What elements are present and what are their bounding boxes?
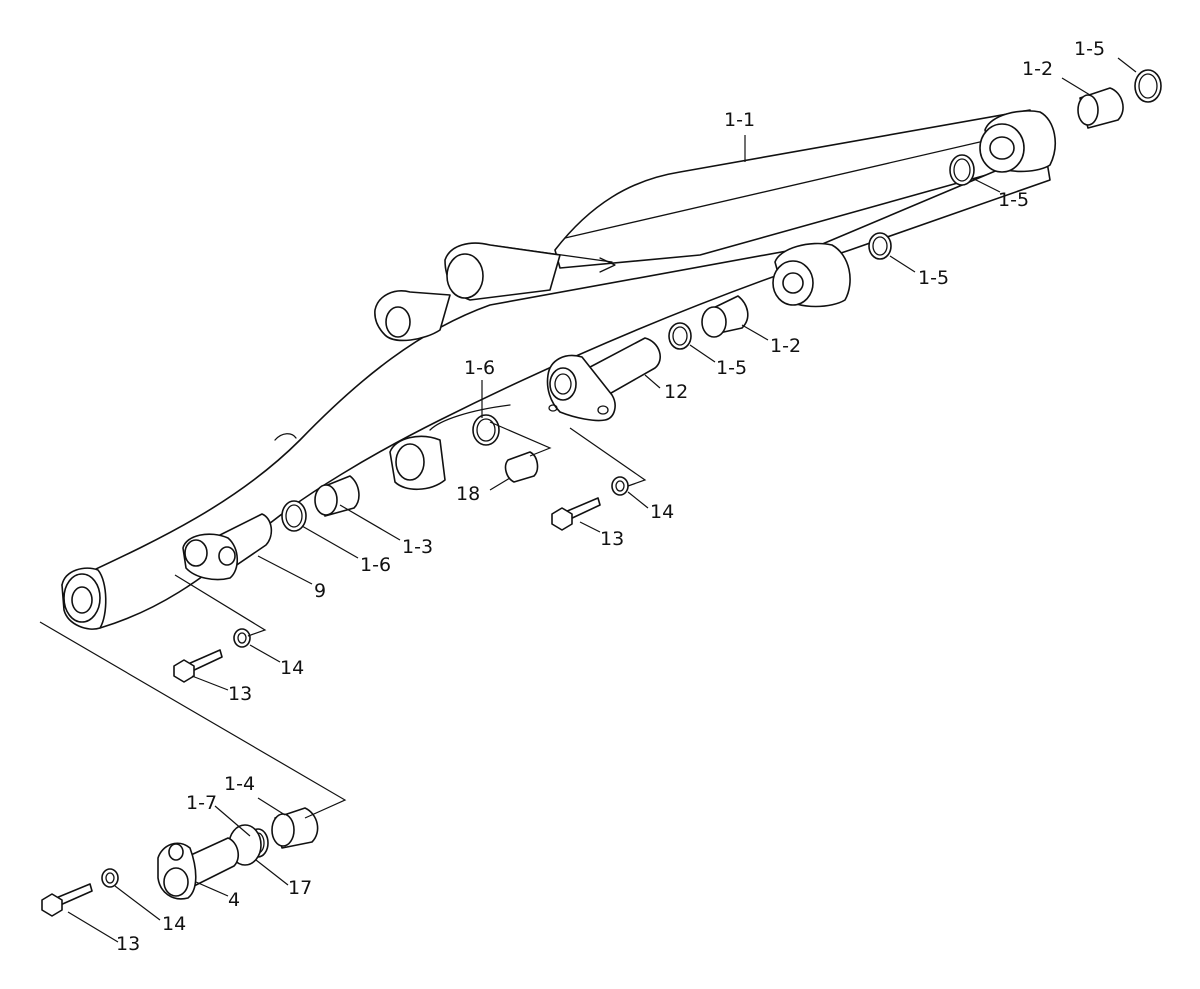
main-arm (61, 109, 1056, 630)
ring-1-5-right (868, 232, 892, 260)
bolt-13-left (173, 649, 223, 683)
label-1-5-upper: 1-5 (998, 189, 1029, 211)
label-1-2-top: 1-2 (1022, 58, 1053, 80)
bushing-1-2-top (1077, 87, 1124, 129)
pin-12 (546, 337, 661, 422)
bolt-13-bottom (41, 883, 93, 917)
plug-18 (504, 451, 539, 483)
ring-1-5-upper (949, 154, 975, 186)
label-14-bottom: 14 (162, 913, 186, 935)
ring-1-6-upper (472, 414, 500, 446)
bushing-1-4 (271, 807, 319, 849)
label-4: 4 (228, 889, 240, 911)
label-17: 17 (288, 877, 312, 899)
washer-14-left (233, 628, 251, 648)
label-1-5-top: 1-5 (1074, 38, 1105, 60)
assembly-lines (39, 421, 647, 819)
ring-1-6-lower (281, 500, 307, 532)
bushing-1-2-mid (701, 295, 749, 338)
ring-1-5-mid (668, 322, 692, 350)
label-1-7: 1-7 (186, 792, 217, 814)
label-13-left: 13 (228, 683, 252, 705)
pin-9 (182, 513, 273, 581)
label-9: 9 (314, 580, 326, 602)
label-13-mid: 13 (600, 528, 624, 550)
ring-1-5-top (1134, 69, 1162, 103)
label-1-6-lower: 1-6 (360, 554, 391, 576)
label-13-bottom: 13 (116, 933, 140, 955)
label-1-1: 1-1 (724, 109, 755, 131)
part-labels: 1-1 1-2 1-5 1-5 1-5 1-5 1-2 12 1-6 18 14… (116, 38, 1105, 955)
label-1-3: 1-3 (402, 536, 433, 558)
label-14-mid: 14 (650, 501, 674, 523)
label-1-5-mid: 1-5 (716, 357, 747, 379)
pin-4 (157, 837, 240, 900)
label-14-left: 14 (280, 657, 304, 679)
bolt-13-mid (551, 497, 601, 531)
label-1-2-mid: 1-2 (770, 335, 801, 357)
leader-lines (67, 57, 1137, 943)
bushing-1-3 (314, 475, 360, 517)
washer-14-bottom (101, 868, 119, 888)
washer-14-mid (611, 476, 629, 496)
label-12: 12 (664, 381, 688, 403)
label-1-4: 1-4 (224, 773, 255, 795)
label-18: 18 (456, 483, 480, 505)
label-1-5-right: 1-5 (918, 267, 949, 289)
label-1-6-upper: 1-6 (464, 357, 495, 379)
